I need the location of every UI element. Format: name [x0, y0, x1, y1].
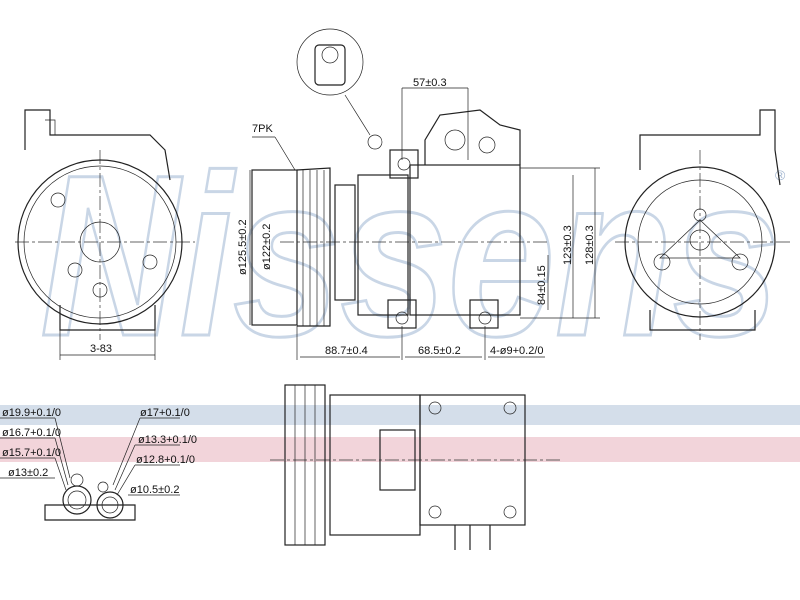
side-view: 57±0.3 7PK ø125.5±0.2 ø122±0.2 123±0.3 1…	[237, 77, 600, 360]
registered-mark: ®	[775, 167, 786, 183]
front-view-right	[615, 109, 790, 340]
port-left-4: ø13±0.2	[8, 467, 48, 479]
port-right-4: ø10.5±0.2	[130, 484, 179, 496]
bottom-view	[270, 384, 560, 550]
port-left-1: ø19.9+0.1/0	[2, 407, 61, 419]
front-width-label: 3-83	[90, 343, 112, 355]
port-right-3: ø12.8+0.1/0	[136, 454, 195, 466]
top-width-label: 57±0.3	[413, 77, 447, 89]
belt-label: 7PK	[252, 123, 273, 135]
port-left-3: ø15.7+0.1/0	[2, 447, 61, 459]
port-right-2: ø13.3+0.1/0	[138, 434, 197, 446]
length-a-label: 88.7±0.4	[325, 345, 368, 357]
port-detail: ø19.9+0.1/0 ø16.7+0.1/0 ø15.7+0.1/0 ø13±…	[0, 407, 197, 521]
watermark-band-pink	[0, 437, 800, 462]
port-right-1: ø17+0.1/0	[140, 407, 190, 419]
mount-height-label: 84±0.15	[536, 265, 548, 305]
port-left-2: ø16.7+0.1/0	[2, 427, 61, 439]
length-b-label: 68.5±0.2	[418, 345, 461, 357]
pulley-outer-label: ø125.5±0.2	[237, 219, 249, 275]
holes-label: 4-ø9+0.2/0	[490, 345, 544, 357]
front-view-left: 3-83	[15, 109, 195, 360]
watermark-band-blue	[0, 405, 800, 425]
pulley-inner-label: ø122±0.2	[261, 224, 273, 270]
height-b-label: 128±0.3	[584, 225, 596, 265]
connector-detail	[296, 28, 383, 150]
height-a-label: 123±0.3	[562, 225, 574, 265]
